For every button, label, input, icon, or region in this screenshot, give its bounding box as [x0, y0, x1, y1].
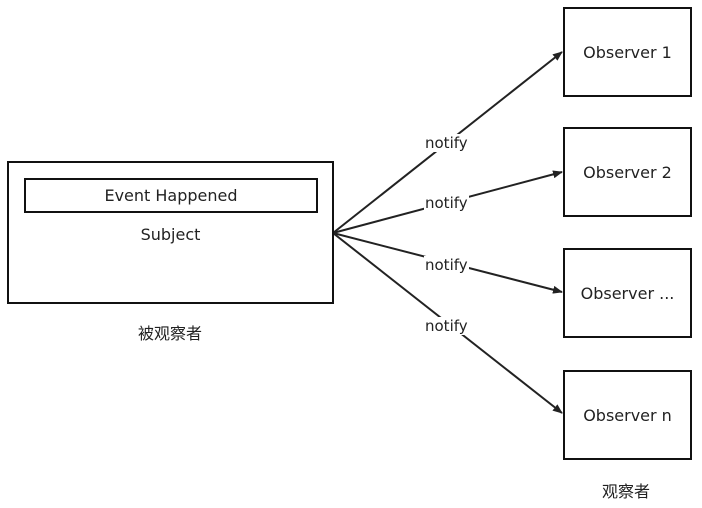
- notify-label-4: notify: [424, 317, 469, 335]
- notify-label-3: notify: [424, 256, 469, 274]
- subject-box: Event Happened Subject: [7, 161, 334, 304]
- observer-box-2: Observer 2: [563, 127, 692, 217]
- observer-box-n: Observer n: [563, 370, 692, 460]
- event-happened-box: Event Happened: [24, 178, 318, 213]
- observer-label-2: Observer 2: [583, 163, 672, 182]
- observer-label-3: Observer ...: [580, 284, 675, 303]
- observer-box-1: Observer 1: [563, 7, 692, 97]
- event-happened-label: Event Happened: [104, 186, 238, 205]
- observers-caption: 观察者: [602, 482, 651, 501]
- notify-label-1: notify: [424, 134, 469, 152]
- observer-label-n: Observer n: [583, 406, 672, 425]
- subject-caption: 被观察者: [138, 324, 203, 343]
- notify-label-2: notify: [424, 194, 469, 212]
- observer-box-3: Observer ...: [563, 248, 692, 338]
- observer-label-1: Observer 1: [583, 43, 672, 62]
- subject-title: Subject: [140, 225, 201, 244]
